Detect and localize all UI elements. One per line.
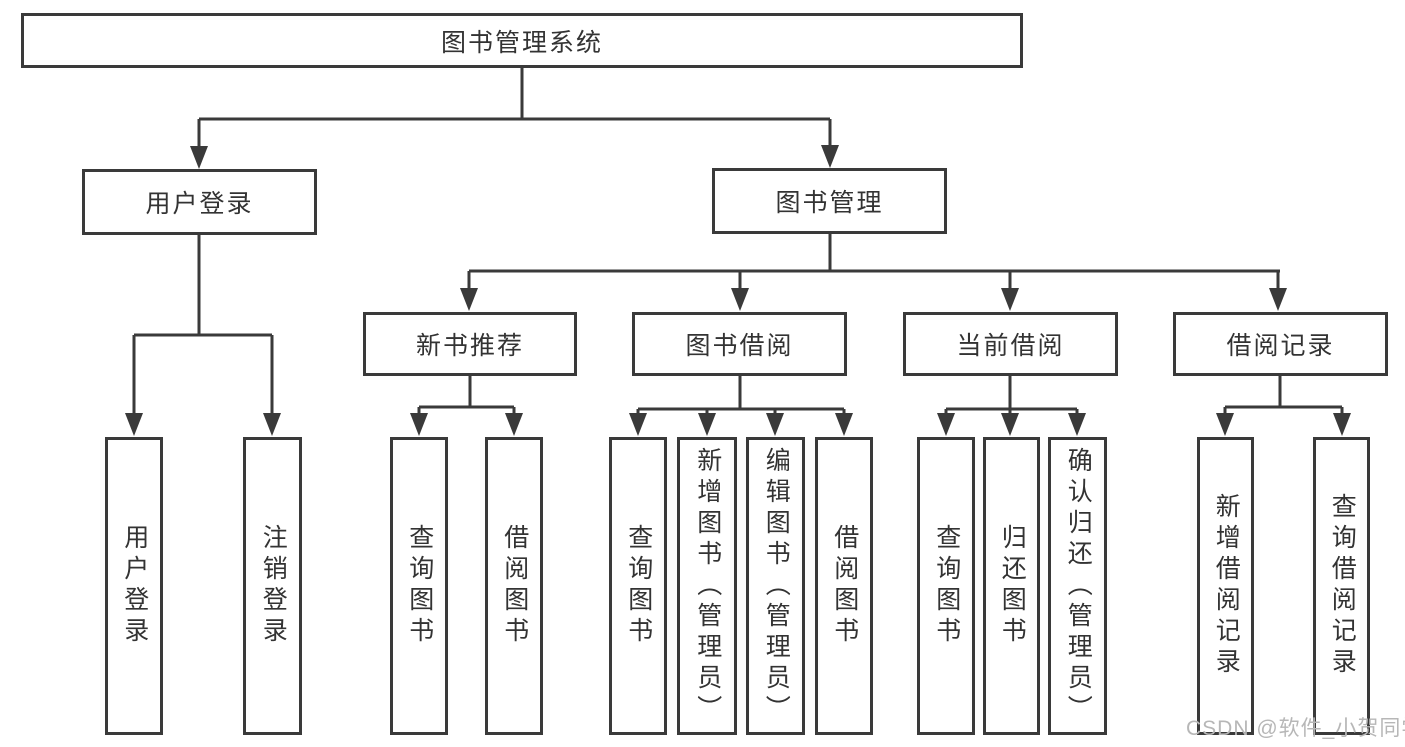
leaf-bb-borrow-books-label: 借阅图书: [830, 524, 859, 648]
leaf-cb-confirm-return-admin: 确认归还（管理员）: [1048, 437, 1107, 735]
connector-new-book-recommend-to-leaves: [417, 376, 516, 415]
leaf-user-login: 用户登录: [105, 437, 163, 735]
node-borrow-records: 借阅记录: [1173, 312, 1388, 376]
arrow-down-icon: [835, 413, 853, 436]
leaf-br-add-record-label: 新增借阅记录: [1212, 493, 1241, 679]
arrow-down-icon: [410, 413, 428, 436]
arrow-down-icon: [766, 413, 784, 436]
arrow-down-icon: [190, 146, 208, 169]
node-current-borrow-label: 当前借阅: [956, 332, 1065, 360]
leaf-logout: 注销登录: [243, 437, 302, 735]
node-book-management: 图书管理: [712, 168, 947, 234]
leaf-br-query-record-label: 查询借阅记录: [1328, 493, 1357, 679]
arrow-down-icon: [1001, 413, 1019, 436]
connector-current-borrow-to-leaves: [944, 376, 1079, 415]
leaf-bb-add-books-admin-label: 新增图书（管理员）: [693, 446, 722, 726]
arrow-down-icon: [1333, 413, 1351, 436]
csdn-watermark: CSDN @软件_小贺同学: [1186, 717, 1405, 740]
node-user-login: 用户登录: [82, 169, 317, 235]
arrow-down-icon: [1001, 288, 1019, 311]
arrow-down-icon: [125, 413, 143, 436]
node-new-book-recommend: 新书推荐: [363, 312, 577, 376]
arrow-down-icon: [731, 288, 749, 311]
node-borrow-records-label: 借阅记录: [1226, 332, 1335, 360]
node-new-book-recommend-label: 新书推荐: [415, 332, 524, 360]
leaf-cb-query-books: 查询图书: [917, 437, 975, 735]
arrow-down-icon: [629, 413, 647, 436]
leaf-cb-query-books-label: 查询图书: [932, 524, 961, 648]
leaf-nb-query-books: 查询图书: [390, 437, 448, 735]
leaf-nb-query-books-label: 查询图书: [405, 524, 434, 648]
connector-borrow-records-to-leaves: [1223, 376, 1344, 415]
arrow-down-icon: [821, 145, 839, 168]
leaf-bb-query-books: 查询图书: [609, 437, 667, 735]
node-user-login-label: 用户登录: [145, 190, 254, 218]
arrow-down-icon: [460, 288, 478, 311]
leaf-cb-return-books: 归还图书: [983, 437, 1040, 735]
connector-user-login-to-leaves: [132, 235, 274, 415]
arrow-down-icon: [1216, 413, 1234, 436]
node-book-management-label: 图书管理: [775, 189, 884, 217]
leaf-cb-confirm-return-admin-label: 确认归还（管理员）: [1064, 446, 1093, 726]
connector-book-borrow-to-leaves: [636, 376, 846, 415]
leaf-bb-edit-books-admin-label: 编辑图书（管理员）: [762, 446, 791, 726]
arrow-down-icon: [698, 413, 716, 436]
leaf-bb-add-books-admin: 新增图书（管理员）: [677, 437, 737, 735]
leaf-logout-label: 注销登录: [259, 524, 288, 648]
arrow-down-icon: [1068, 413, 1086, 436]
connector-book-management-to-level3: [467, 234, 1280, 290]
arrow-down-icon: [263, 413, 281, 436]
arrow-down-icon: [937, 413, 955, 436]
node-book-borrow-label: 图书借阅: [685, 332, 794, 360]
leaf-bb-query-books-label: 查询图书: [624, 524, 653, 648]
leaf-bb-edit-books-admin: 编辑图书（管理员）: [746, 437, 805, 735]
node-current-borrow: 当前借阅: [903, 312, 1118, 376]
leaf-nb-borrow-books: 借阅图书: [485, 437, 543, 735]
node-root: 图书管理系统: [21, 13, 1023, 68]
node-book-borrow: 图书借阅: [632, 312, 847, 376]
leaf-br-query-record: 查询借阅记录: [1313, 437, 1370, 735]
connector-root-to-level2: [197, 68, 832, 148]
leaf-nb-borrow-books-label: 借阅图书: [500, 524, 529, 648]
leaf-cb-return-books-label: 归还图书: [998, 524, 1027, 648]
node-root-label: 图书管理系统: [440, 28, 603, 57]
leaf-br-add-record: 新增借阅记录: [1197, 437, 1254, 735]
arrow-down-icon: [505, 413, 523, 436]
leaf-bb-borrow-books: 借阅图书: [815, 437, 873, 735]
leaf-user-login-label: 用户登录: [120, 524, 149, 648]
arrow-down-icon: [1269, 288, 1287, 311]
